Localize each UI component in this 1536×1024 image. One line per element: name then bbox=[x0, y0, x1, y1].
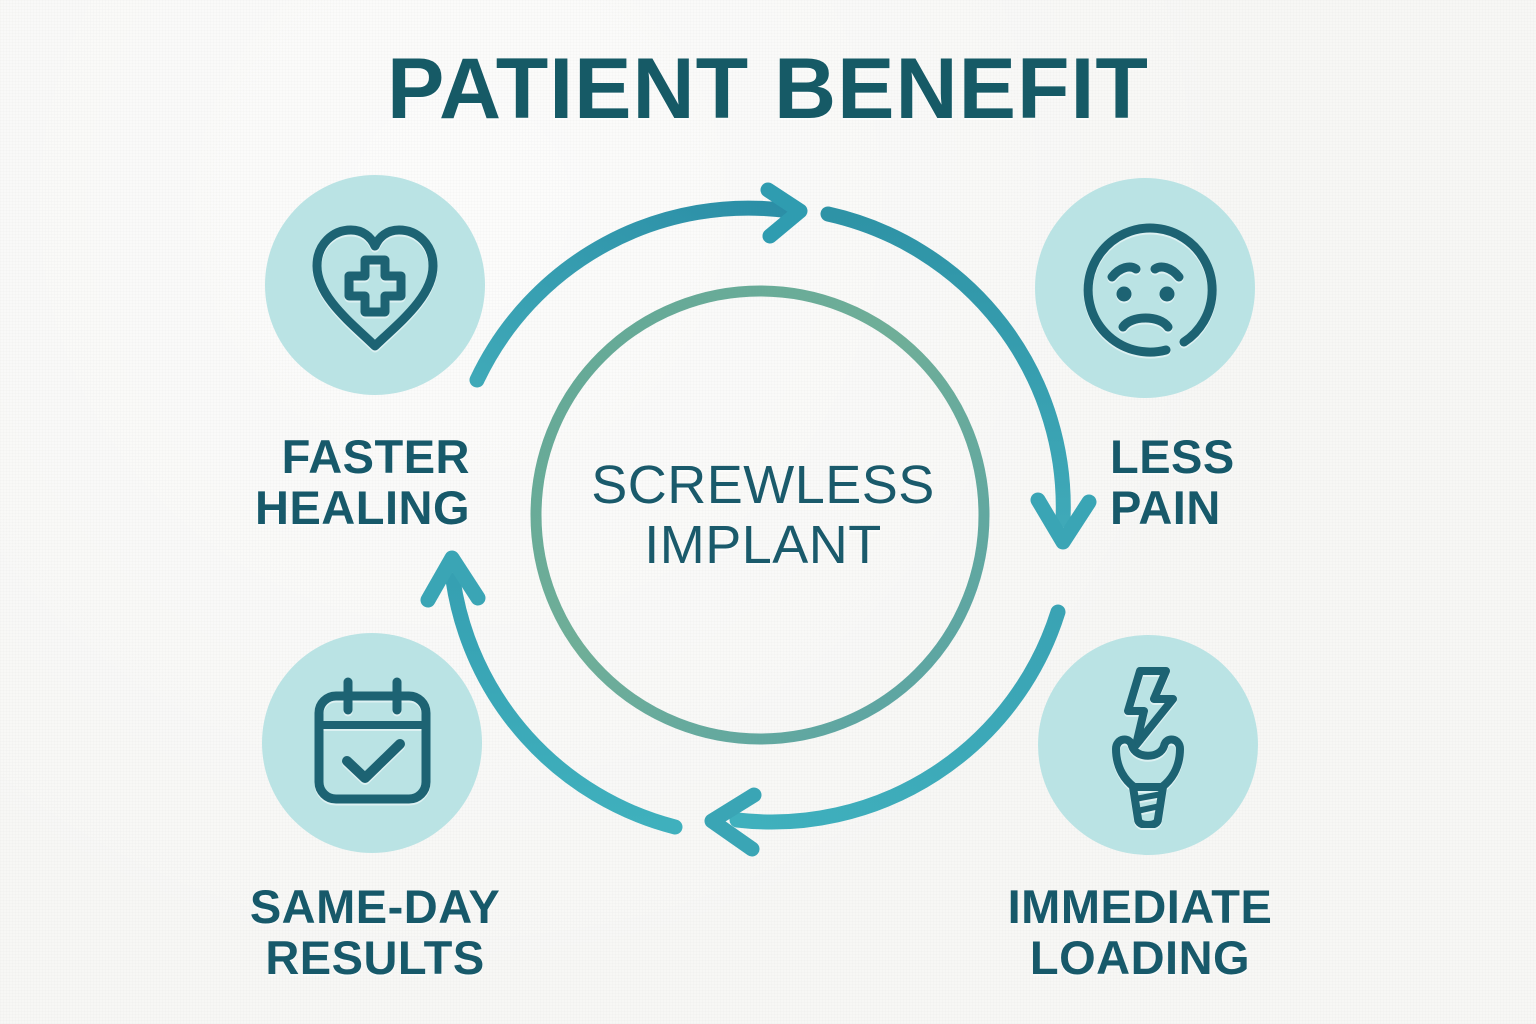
arrow-to-less-pain bbox=[469, 182, 808, 388]
center-label: SCREWLESS IMPLANT bbox=[591, 455, 935, 576]
calendar-check-icon bbox=[314, 677, 430, 804]
benefit-label-immediate-loading: IMMEDIATE LOADING bbox=[1007, 880, 1273, 984]
icon-bubble-same-day-results[interactable] bbox=[262, 633, 482, 853]
benefit-label-less-pain: LESS PAIN bbox=[1110, 430, 1235, 534]
dental-implant-bolt-icon bbox=[1112, 666, 1184, 828]
benefit-label-faster-healing: FASTER HEALING bbox=[255, 430, 470, 534]
sad-face-icon bbox=[1083, 223, 1217, 356]
arrow-to-same-day-results bbox=[704, 604, 1066, 857]
heart-plus-icon bbox=[312, 225, 438, 351]
icon-bubble-immediate-loading[interactable] bbox=[1038, 635, 1258, 855]
icon-bubble-faster-healing[interactable] bbox=[265, 175, 485, 395]
benefit-label-same-day-results: SAME-DAY RESULTS bbox=[249, 880, 501, 984]
icon-bubble-less-pain[interactable] bbox=[1035, 178, 1255, 398]
